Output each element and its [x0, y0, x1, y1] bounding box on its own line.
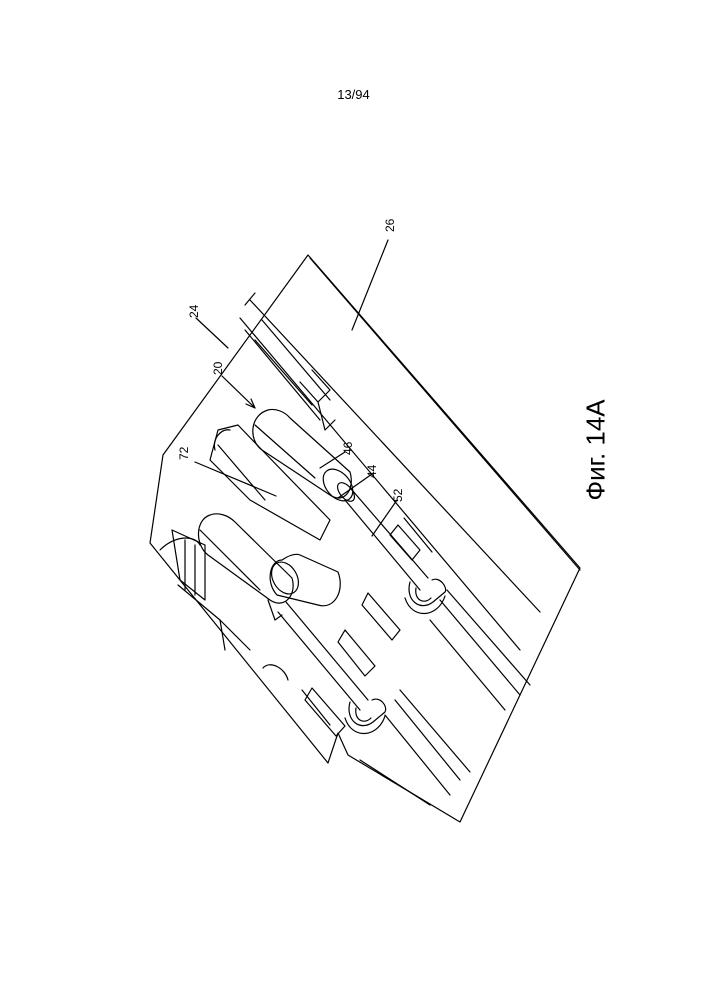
rail-line [240, 318, 520, 650]
ref-label-52: 52 [391, 488, 405, 502]
leader-72 [195, 462, 276, 496]
slot-2 [362, 593, 400, 640]
figure-caption: Фиг. 14А [581, 399, 612, 500]
ref-label-46: 46 [341, 441, 355, 455]
slot-1 [390, 525, 420, 560]
ref-label-24: 24 [187, 304, 201, 318]
slot-4 [305, 688, 345, 736]
ref-label-20: 20 [211, 361, 225, 375]
leader-26 [352, 240, 388, 330]
ref-label-44: 44 [365, 464, 379, 478]
housing-outline [150, 255, 580, 822]
cylinder-46 [253, 409, 351, 498]
leader-24 [196, 318, 228, 348]
slot-3 [338, 630, 375, 676]
ref-label-72: 72 [177, 446, 191, 460]
leader-20 [222, 376, 255, 408]
ref-label-26: 26 [383, 218, 397, 232]
housing-top-edge [250, 300, 540, 612]
